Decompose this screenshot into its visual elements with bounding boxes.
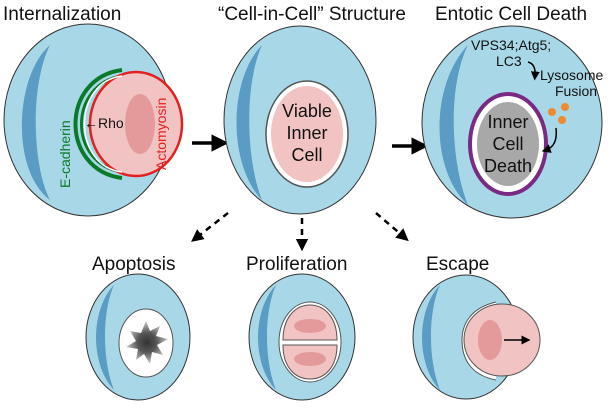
dead-inner-cell [477, 102, 539, 186]
cell-in-cell-title: “Cell-in-Cell” Structure [218, 4, 406, 25]
cell-in-cell-panel: Viable Inner Cell [223, 25, 377, 215]
proliferation-panel [248, 273, 356, 401]
factor-arrow [527, 61, 540, 81]
dead-cell-label-1: Inner [487, 112, 528, 132]
host-nucleus [236, 45, 262, 200]
ecadherin-outer [73, 68, 123, 180]
internalization-title: Internalization [3, 4, 121, 25]
lysosome-dot [561, 103, 569, 111]
lysosome-label-1: Lysosome [540, 67, 604, 83]
host-nucleus [422, 285, 440, 390]
entotic-title: Entotic Cell Death [435, 4, 587, 25]
lysosome-dot [558, 116, 566, 124]
proliferation-title: Proliferation [246, 254, 347, 275]
actomyosin-label: Actomyosin [153, 98, 169, 170]
inner-cell-label-2: Inner [286, 123, 327, 143]
host-nucleus [439, 45, 468, 205]
apoptotic-body [126, 321, 168, 364]
host-nucleus [258, 285, 276, 390]
escaping-nucleus [478, 320, 502, 360]
apoptosis-panel [85, 273, 191, 401]
daughter-nucleus-top [294, 319, 326, 333]
invading-nucleus [125, 94, 155, 154]
escape-title: Escape [426, 254, 489, 275]
apoptosis-title: Apoptosis [92, 254, 175, 275]
lysosome-label-2: Fusion [555, 83, 597, 99]
escape-panel [412, 274, 541, 400]
fusion-arrow [541, 127, 558, 153]
factors-label-1: VPS34;Atg5; [471, 37, 551, 53]
rho-label: ←Rho [84, 115, 124, 131]
inner-cell-label-1: Viable [282, 101, 332, 121]
entotic-panel: Inner Cell Death VPS34;Atg5; LC3 Lysosom… [421, 25, 604, 219]
inner-cell [271, 86, 343, 182]
ecadherin-label: E-cadherin [57, 120, 73, 188]
membrane-gap [83, 75, 123, 173]
host-nucleus [96, 285, 114, 390]
host-nucleus [21, 45, 50, 200]
arrow-to-apoptosis [191, 212, 229, 242]
factors-label-2: LC3 [496, 53, 522, 69]
dead-cell-label-3: Death [484, 156, 532, 176]
daughter-nucleus-bottom [294, 352, 326, 366]
arrow-to-escape [375, 212, 409, 242]
internalization-panel: E-cadherin ←Rho Actomyosin [3, 23, 184, 217]
lysosome-dot [548, 108, 556, 116]
inner-cell-label-3: Cell [291, 145, 322, 165]
dead-cell-label-2: Cell [492, 134, 523, 154]
